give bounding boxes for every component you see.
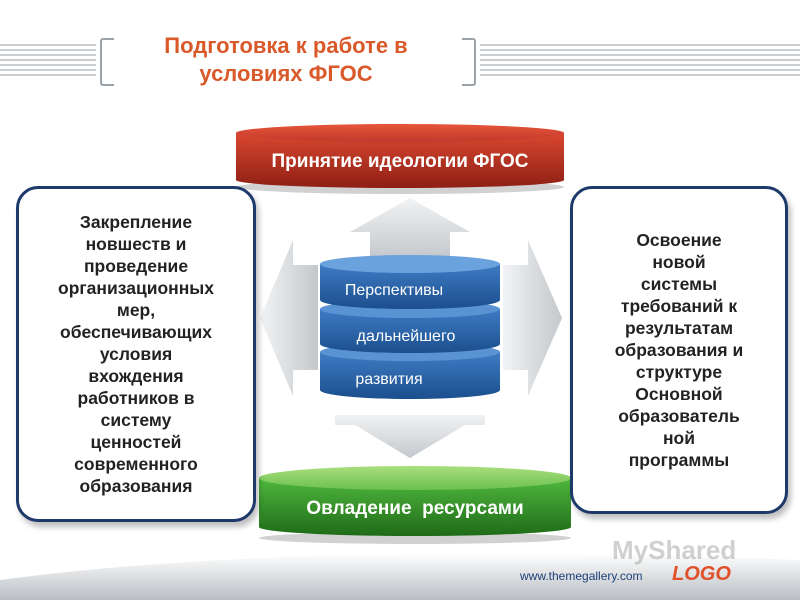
title-line-1: Подготовка к работе в [164, 33, 408, 58]
left-box-line: современного [74, 454, 198, 474]
stack-item-3: развития [355, 371, 422, 388]
right-box-line: программы [628, 450, 730, 470]
header-stripes-right [480, 44, 800, 76]
right-info-box: Освоение новой системы требований к резу… [570, 186, 788, 514]
header-bracket-right [462, 38, 476, 86]
stack-item-1: Перспективы [345, 282, 443, 299]
arrow-up [350, 198, 470, 258]
left-box-line: систему [100, 410, 172, 430]
footer-logo: LOGO [672, 563, 731, 585]
right-box-line: Освоение [636, 230, 722, 250]
right-box-line: ной [662, 428, 695, 448]
bottom-cylinder [259, 466, 571, 544]
left-box-line: условия [99, 344, 173, 364]
left-box-line: проведение [83, 256, 189, 276]
arrow-right [503, 240, 562, 396]
header-bracket-left [100, 38, 114, 86]
footer-band [0, 553, 800, 600]
arrow-left [260, 240, 318, 396]
right-box-line: Основной [635, 384, 723, 404]
watermark: MyShared [612, 535, 737, 565]
right-box-line: структуре [635, 362, 723, 382]
left-box-line: новшеств и [85, 234, 187, 254]
right-box-line: требований к [620, 296, 738, 316]
bottom-cylinder-label: Овладение ресурсами [306, 498, 523, 519]
left-box-line: обеспечивающих [60, 322, 212, 342]
top-cylinder-label: Принятие идеологии ФГОС [272, 151, 529, 172]
left-box-line: организационных [58, 278, 214, 298]
left-box-line: образования [79, 476, 193, 496]
right-box-line: системы [640, 274, 718, 294]
left-box-text: Закрепление новшеств и проведение органи… [58, 211, 214, 497]
right-box-line: новой [652, 252, 706, 272]
right-box-line: образования и [614, 340, 744, 360]
left-box-line: мер, [116, 300, 156, 320]
header-stripes-left [0, 42, 96, 78]
title-line-2: условиях ФГОС [199, 61, 373, 86]
right-box-line: результатам [624, 318, 734, 338]
left-box-line: ценностей [90, 432, 182, 452]
left-info-box: Закрепление новшеств и проведение органи… [16, 186, 256, 522]
stack-item-2: дальнейшего [357, 328, 456, 345]
top-cylinder [236, 124, 564, 194]
arrow-down [335, 415, 485, 458]
right-box-line: образователь [618, 406, 740, 426]
right-box-text: Освоение новой системы требований к резу… [615, 229, 744, 471]
left-box-line: вхождения [88, 366, 184, 386]
footer-url[interactable]: www.themegallery.com [520, 569, 643, 583]
left-box-line: Закрепление [79, 212, 193, 232]
left-box-line: работников в [77, 388, 195, 408]
center-stack [320, 255, 500, 399]
page-title: Подготовка к работе в условиях ФГОС [118, 32, 454, 88]
